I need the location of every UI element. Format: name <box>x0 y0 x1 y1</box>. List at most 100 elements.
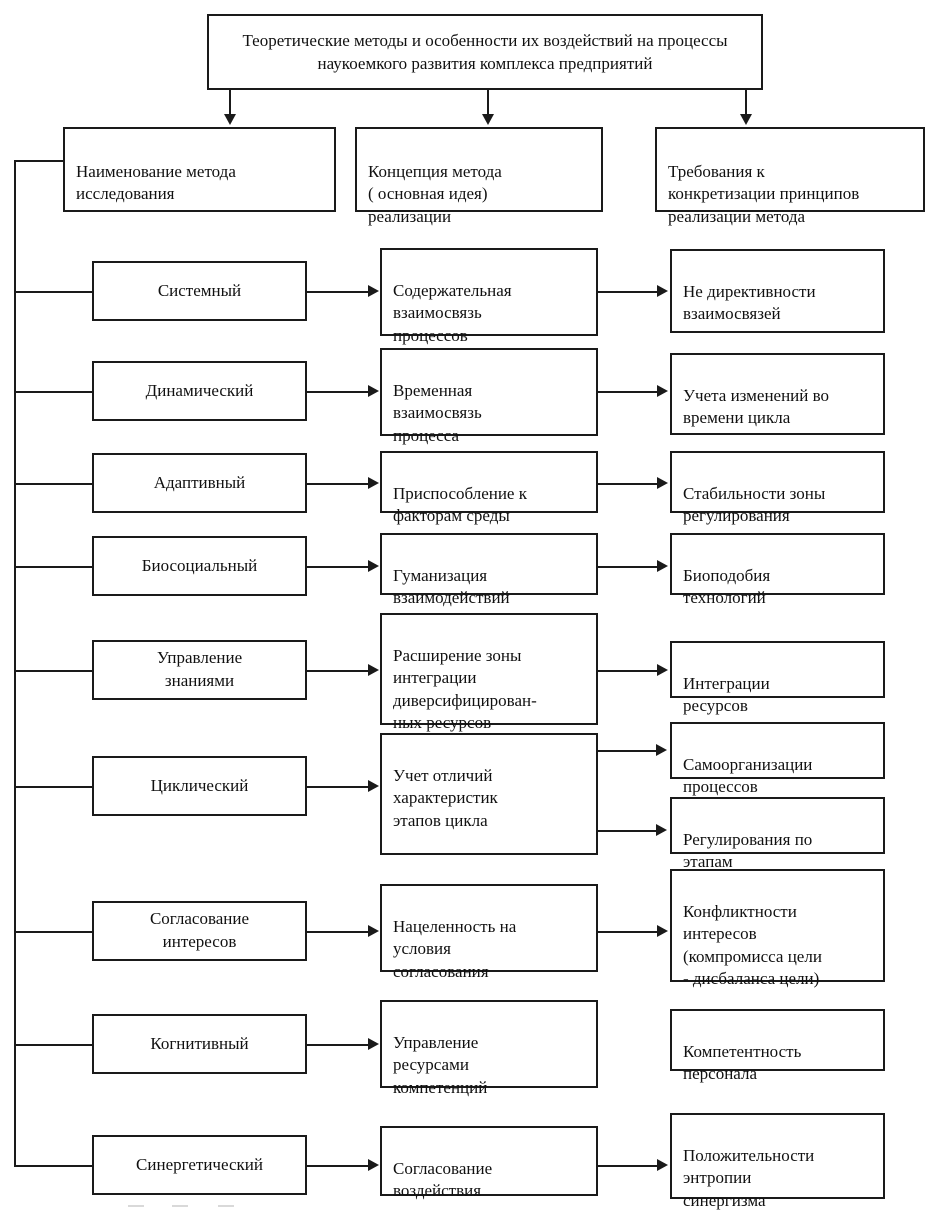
requirement-box-6-1: Самоорганизации процессов <box>670 722 885 796</box>
requirement-box-5-1: Интеграции ресурсов <box>670 641 885 715</box>
requirement-box-1-1: Не директивности взаимосвязей <box>670 249 885 333</box>
spine-header-stub <box>14 160 64 162</box>
title-drop-2-line <box>487 90 489 116</box>
concept-box-9: Согласование воздействия <box>380 1126 598 1200</box>
connector-concept-req-9 <box>598 1165 658 1167</box>
spine-branch-7 <box>14 931 93 933</box>
spine-branch-4 <box>14 566 93 568</box>
arrow-concept-req-7 <box>657 925 668 937</box>
connector-method-concept-6 <box>307 786 370 788</box>
method-box-3: Адаптивный <box>92 453 307 513</box>
connector-concept-req-6b <box>598 830 656 832</box>
method-box-2: Динамический <box>92 361 307 421</box>
diagram-title-box: Теоретические методы и особенности их во… <box>207 14 763 90</box>
method-box-3-label: Адаптивный <box>153 472 246 492</box>
spine-branch-3 <box>14 483 93 485</box>
spine-branch-8 <box>14 1044 93 1046</box>
column-header-method: Наименование метода исследования <box>63 127 336 212</box>
method-box-6: Циклический <box>92 756 307 816</box>
concept-box-7-label: Нацеленность на условия согласования <box>393 916 517 981</box>
arrow-method-concept-1 <box>368 285 379 297</box>
arrow-concept-req-2 <box>657 385 668 397</box>
title-drop-1-arrow <box>224 114 236 125</box>
requirement-box-8-1: Компетентность персонала <box>670 1009 885 1083</box>
method-box-5: Управление знаниями <box>92 640 307 700</box>
spine-branch-2 <box>14 391 93 393</box>
title-drop-1-line <box>229 90 231 116</box>
concept-box-8: Управление ресурсами компетенций <box>380 1000 598 1097</box>
concept-box-9-label: Согласование воздействия <box>393 1158 493 1201</box>
arrow-method-concept-7 <box>368 925 379 937</box>
connector-method-concept-4 <box>307 566 370 568</box>
requirement-box-6-2-label: Регулирования по этапам <box>683 829 813 872</box>
method-box-9-label: Синергетический <box>136 1154 263 1174</box>
concept-box-2: Временная взаимосвязь процесса <box>380 348 598 445</box>
title-drop-3-arrow <box>740 114 752 125</box>
arrow-method-concept-4 <box>368 560 379 572</box>
arrow-concept-req-4 <box>657 560 668 572</box>
spine-vertical <box>14 160 16 1166</box>
scan-artifact-3 <box>218 1205 234 1207</box>
scan-artifact-2 <box>172 1205 188 1207</box>
arrow-concept-req-3 <box>657 477 668 489</box>
method-box-2-label: Динамический <box>145 380 254 400</box>
method-box-7: Согласование интересов <box>92 901 307 961</box>
connector-concept-req-7 <box>598 931 658 933</box>
connector-concept-req-2 <box>598 391 658 393</box>
requirement-box-2-1-label: Учета изменений во времени цикла <box>683 385 830 428</box>
requirement-box-4-1: Биоподобия технологий <box>670 533 885 607</box>
concept-box-5: Расширение зоны интеграции диверсифициро… <box>380 613 598 732</box>
concept-box-2-label: Временная взаимосвязь процесса <box>393 380 482 445</box>
connector-method-concept-3 <box>307 483 370 485</box>
arrow-method-concept-2 <box>368 385 379 397</box>
connector-method-concept-5 <box>307 670 370 672</box>
column-header-concept-label: Концепция метода ( основная идея) реализ… <box>368 161 502 226</box>
concept-box-6-label: Учет отличий характеристик этапов цикла <box>393 765 498 830</box>
method-box-5-label: Управление знаниями <box>156 648 243 690</box>
arrow-method-concept-9 <box>368 1159 379 1171</box>
column-header-requirements-label: Требования к конкретизации принципов реа… <box>668 161 860 226</box>
method-box-1: Системный <box>92 261 307 321</box>
column-header-requirements: Требования к конкретизации принципов реа… <box>655 127 925 226</box>
requirement-box-7-1: Конфликтности интересов (компромисса цел… <box>670 869 885 988</box>
connector-method-concept-1 <box>307 291 370 293</box>
arrow-concept-req-6b <box>656 824 667 836</box>
title-drop-2-arrow <box>482 114 494 125</box>
concept-box-5-label: Расширение зоны интеграции диверсифициро… <box>393 645 537 733</box>
requirement-box-8-1-label: Компетентность персонала <box>683 1041 802 1084</box>
method-box-9: Синергетический <box>92 1135 307 1195</box>
method-box-4-label: Биосоциальный <box>141 555 258 575</box>
arrow-method-concept-8 <box>368 1038 379 1050</box>
concept-box-8-label: Управление ресурсами компетенций <box>393 1032 488 1097</box>
concept-box-1: Содержательная взаимосвязь процессов <box>380 248 598 345</box>
concept-box-6: Учет отличий характеристик этапов цикла <box>380 733 598 855</box>
connector-concept-req-5 <box>598 670 658 672</box>
method-box-6-label: Циклический <box>150 775 249 795</box>
spine-branch-5 <box>14 670 93 672</box>
requirement-box-1-1-label: Не директивности взаимосвязей <box>683 281 816 324</box>
concept-box-4-label: Гуманизация взаимодействий <box>393 565 510 608</box>
connector-concept-req-4 <box>598 566 658 568</box>
arrow-concept-req-6a <box>656 744 667 756</box>
arrow-concept-req-9 <box>657 1159 668 1171</box>
concept-box-4: Гуманизация взаимодействий <box>380 533 598 607</box>
method-box-7-label: Согласование интересов <box>149 909 250 951</box>
requirement-box-9-1-label: Положительности энтропии синергизма <box>683 1145 815 1210</box>
method-box-8: Когнитивный <box>92 1014 307 1074</box>
requirement-box-9-1: Положительности энтропии синергизма <box>670 1113 885 1210</box>
connector-method-concept-2 <box>307 391 370 393</box>
connector-method-concept-9 <box>307 1165 370 1167</box>
spine-branch-6 <box>14 786 93 788</box>
spine-branch-9 <box>14 1165 93 1167</box>
connector-method-concept-7 <box>307 931 370 933</box>
scan-artifact-1 <box>128 1205 144 1207</box>
requirement-box-5-1-label: Интеграции ресурсов <box>683 673 770 716</box>
column-header-concept: Концепция метода ( основная идея) реализ… <box>355 127 603 226</box>
connector-concept-req-3 <box>598 483 658 485</box>
requirement-box-6-2: Регулирования по этапам <box>670 797 885 871</box>
arrow-concept-req-5 <box>657 664 668 676</box>
title-drop-3-line <box>745 90 747 116</box>
concept-box-1-label: Содержательная взаимосвязь процессов <box>393 280 512 345</box>
requirement-box-2-1: Учета изменений во времени цикла <box>670 353 885 435</box>
